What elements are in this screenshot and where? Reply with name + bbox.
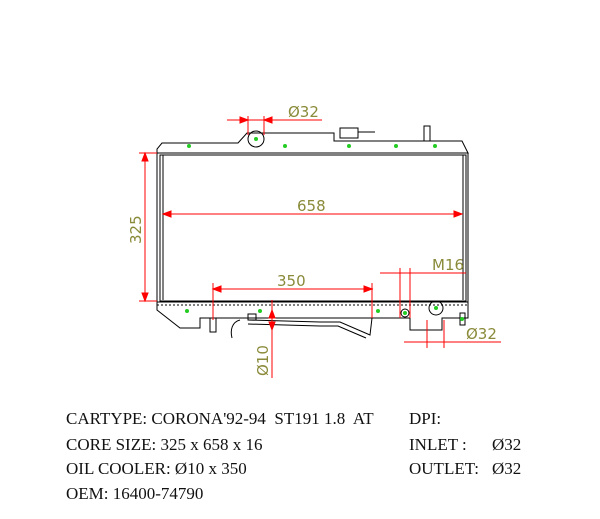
inlet-dia-label: Ø32 <box>288 103 319 121</box>
oil-cooler-dia-label: Ø10 <box>254 345 272 376</box>
spec-inlet-label: INLET : <box>409 435 467 454</box>
spec-dpi: DPI: <box>409 409 442 428</box>
dimension-lines <box>139 116 501 378</box>
outlet-dia-label: Ø32 <box>466 325 497 343</box>
radiator-drawing: Ø32 325 658 350 M16 Ø32 Ø10 <box>127 103 501 378</box>
core-height-label: 325 <box>127 215 145 244</box>
radiator-outline <box>156 125 469 339</box>
spec-outlet-label: OUTLET: <box>409 459 479 478</box>
spec-oil-cooler: OIL COOLER: Ø10 x 350 <box>66 459 247 478</box>
oil-cooler-length-label: 350 <box>277 272 306 290</box>
spec-oem: OEM: 16400-74790 <box>66 484 204 503</box>
spec-inlet-value: Ø32 <box>492 435 522 454</box>
spec-core-size: CORE SIZE: 325 x 658 x 16 <box>66 435 263 454</box>
mount-markers <box>185 137 464 321</box>
drain-thread-label: M16 <box>432 256 464 274</box>
spec-outlet-value: Ø32 <box>492 459 522 478</box>
spec-cartype: CARTYPE: CORONA'92-94 ST191 1.8 AT <box>66 409 374 428</box>
core-width-label: 658 <box>297 197 326 215</box>
